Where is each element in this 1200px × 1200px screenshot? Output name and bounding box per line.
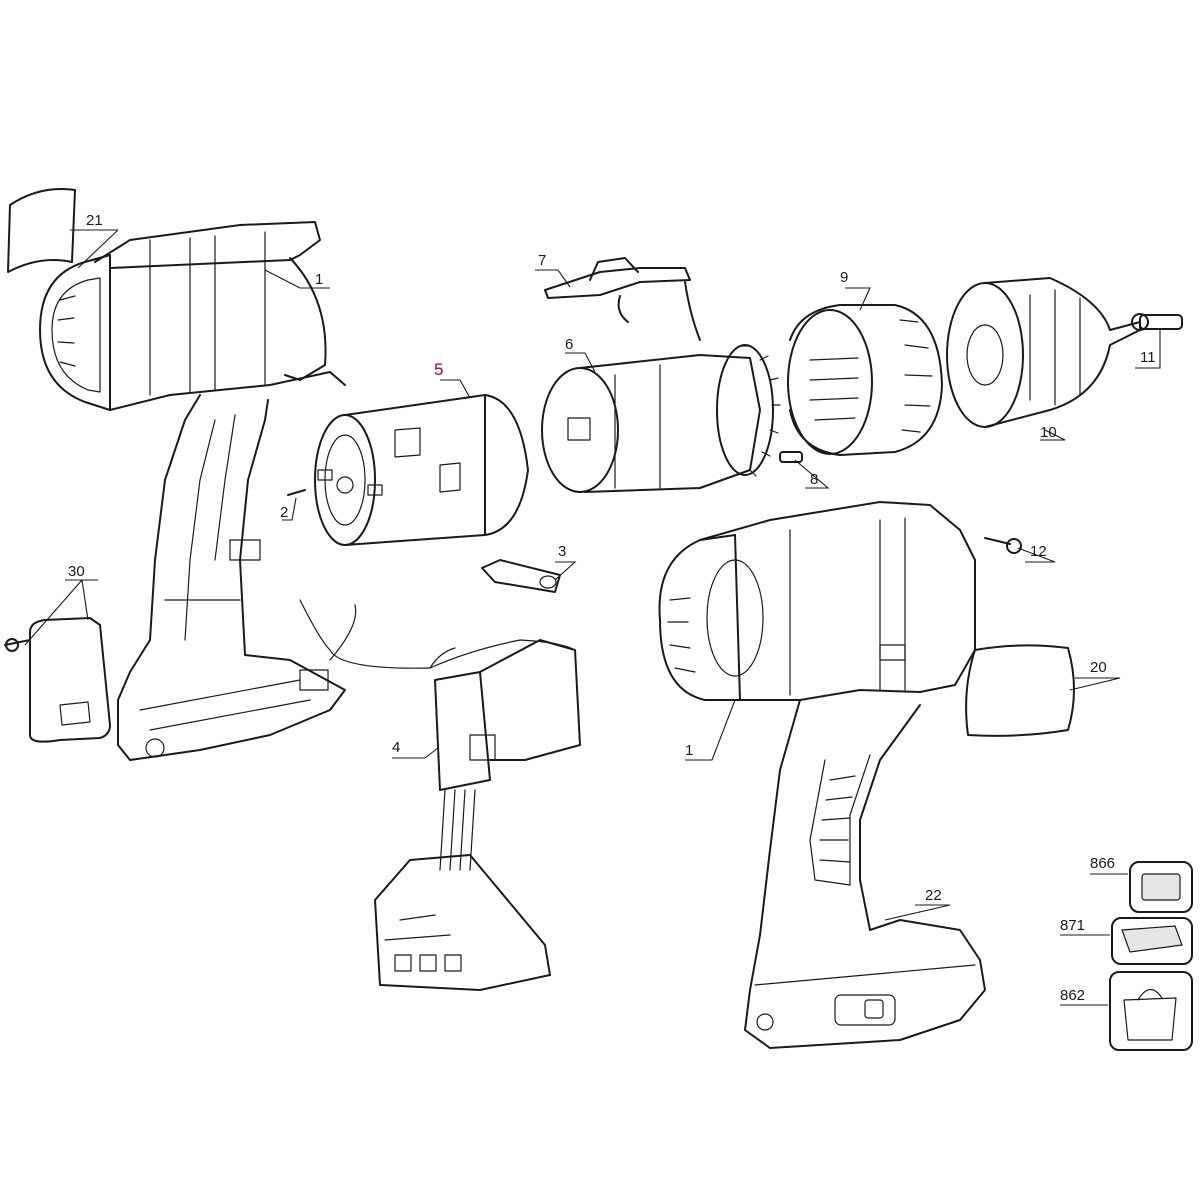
part-11-bit [1131,313,1183,331]
part-30-belt-clip [4,617,111,743]
part-1-housing-left-half [39,221,346,761]
callout-30: 30 [68,563,85,580]
part-9-clutch-collar [787,304,943,456]
callout-21: 21 [86,212,103,229]
part-866-battery-icon [1129,861,1193,913]
callout-5-highlighted: 5 [434,360,443,379]
part-5-motor [314,394,529,546]
callout-1-top: 1 [315,271,323,288]
part-8-screw [779,451,803,463]
callout-7: 7 [538,252,546,269]
part-20-label [965,644,1075,737]
callout-12: 12 [1030,543,1047,560]
part-6-gearbox [541,344,781,493]
callout-11: 11 [1140,349,1156,366]
callout-22: 22 [925,887,942,904]
callout-20: 20 [1090,659,1107,676]
part-21-label [7,188,76,273]
part-10-chuck [946,277,1141,428]
callout-4: 4 [392,739,400,756]
callout-6: 6 [565,336,573,353]
leader-lines [24,229,1161,1006]
part-2-pin [287,489,306,496]
callout-2: 2 [280,504,288,521]
callout-862: 862 [1060,987,1085,1004]
part-7-spring-clip [544,257,701,341]
callout-3: 3 [558,543,566,560]
part-4-switch-wiring [299,599,581,991]
callout-866: 866 [1090,855,1115,872]
callout-9: 9 [840,269,848,286]
part-871-charger-icon [1111,917,1193,965]
part-12-screw [984,537,1022,554]
callout-10: 10 [1040,424,1057,441]
callout-1-bottom: 1 [685,742,693,759]
callout-8: 8 [810,471,818,488]
part-862-bag-icon [1109,971,1193,1051]
callout-871: 871 [1060,917,1085,934]
callout-labels: 21 1 7 5 6 9 11 10 8 2 3 12 30 20 4 1 86… [68,212,1156,1004]
part-1-housing-assembled [658,501,986,1049]
part-3-connector [481,559,561,593]
